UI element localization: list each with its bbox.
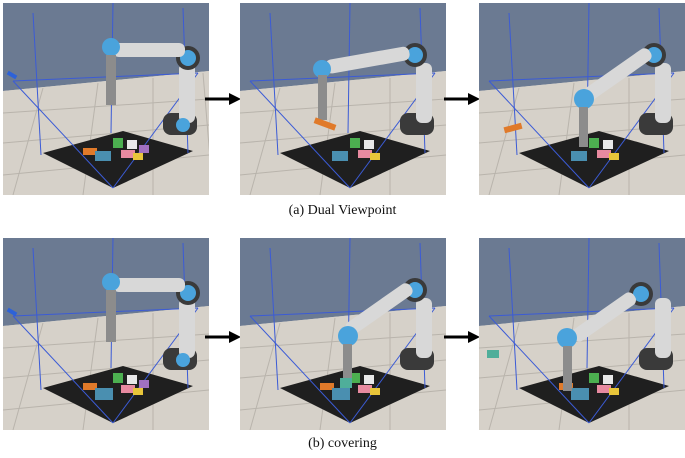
robot-scene xyxy=(479,238,685,430)
objects xyxy=(332,138,380,161)
placed-object xyxy=(487,350,499,358)
objects xyxy=(83,373,149,400)
row-b-caption: (b) covering xyxy=(308,436,377,451)
row-a-caption: (a) Dual Viewpoint xyxy=(288,203,397,218)
robot-arm xyxy=(338,278,434,388)
black-mat xyxy=(280,366,430,423)
black-mat xyxy=(280,131,430,188)
row-a-frame-3 xyxy=(479,3,685,195)
arrow-icon xyxy=(205,93,241,105)
row-b-frame-2 xyxy=(240,238,446,430)
objects xyxy=(571,138,619,161)
held-object xyxy=(340,378,352,388)
arrow-icon xyxy=(444,331,480,343)
robot-arm xyxy=(557,282,673,391)
row-a-frame-1 xyxy=(3,3,209,195)
black-mat xyxy=(519,366,669,423)
robot-scene xyxy=(3,3,209,195)
black-mat xyxy=(519,131,669,188)
black-mat xyxy=(43,131,193,188)
row-b-frame-3 xyxy=(479,238,685,430)
arrow-icon xyxy=(444,93,480,105)
arrow-icon xyxy=(205,331,241,343)
robot-arm xyxy=(102,38,200,135)
robot-scene xyxy=(240,238,446,430)
objects xyxy=(320,373,380,400)
robot-scene xyxy=(3,238,209,430)
robot-arm xyxy=(102,273,200,370)
row-a-frame-2 xyxy=(240,3,446,195)
black-mat xyxy=(43,366,193,423)
placed-object xyxy=(503,122,523,134)
robot-arm xyxy=(313,43,434,135)
robot-scene xyxy=(479,3,685,195)
held-object xyxy=(313,117,337,131)
robot-arm xyxy=(574,43,673,147)
robot-scene xyxy=(240,3,446,195)
objects xyxy=(83,138,149,161)
row-b-frame-1 xyxy=(3,238,209,430)
